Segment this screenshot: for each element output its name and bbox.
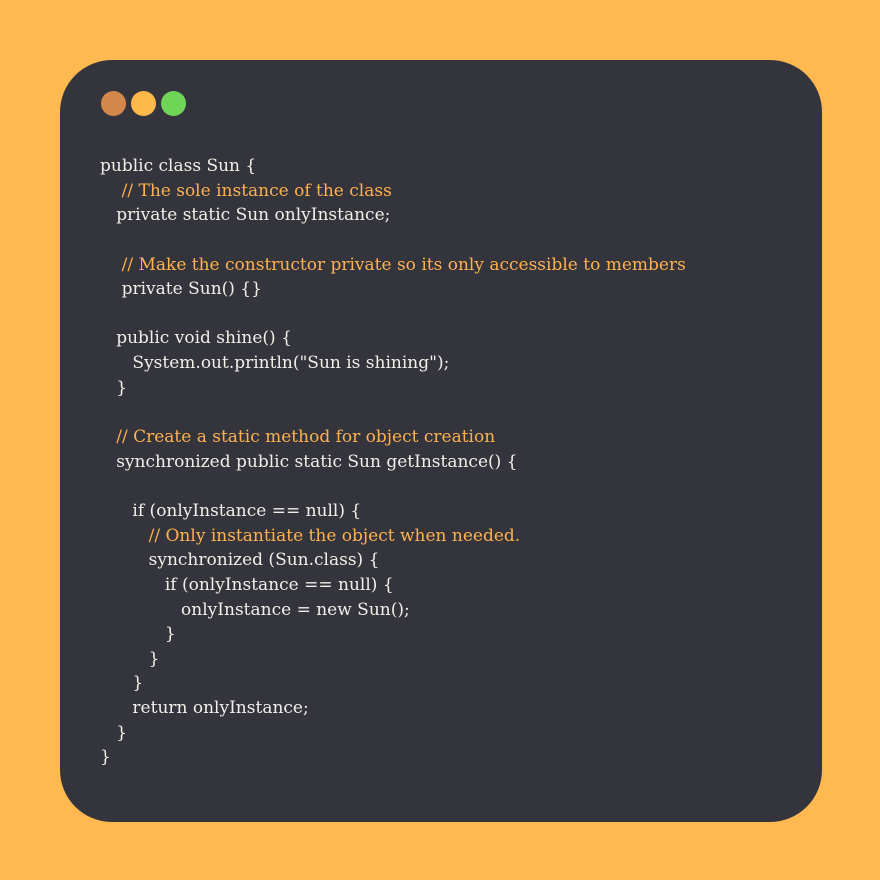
code-line: }	[100, 648, 160, 669]
code-line: System.out.println("Sun is shining");	[100, 353, 450, 374]
code-line: }	[100, 673, 144, 694]
code-comment-line: // Make the constructor private so its o…	[100, 254, 686, 275]
code-line: public void shine() {	[100, 328, 292, 349]
code-window: public class Sun { // The sole instance …	[60, 60, 822, 822]
minimize-dot-icon[interactable]	[131, 91, 156, 116]
code-block: public class Sun { // The sole instance …	[100, 154, 686, 770]
code-line: if (onlyInstance == null) {	[100, 574, 394, 595]
code-line: public class Sun {	[100, 156, 257, 176]
code-line: private static Sun onlyInstance;	[100, 205, 391, 226]
code-line: }	[100, 747, 111, 768]
code-comment-line: // The sole instance of the class	[100, 180, 392, 201]
code-comment-line: // Create a static method for object cre…	[100, 427, 496, 448]
code-line: synchronized (Sun.class) {	[100, 550, 380, 571]
blank-line	[100, 400, 686, 425]
blank-line	[100, 228, 686, 253]
code-comment-line: // Only instantiate the object when need…	[100, 525, 521, 546]
close-dot-icon[interactable]	[101, 91, 126, 116]
code-line: }	[100, 722, 128, 743]
maximize-dot-icon[interactable]	[161, 91, 186, 116]
code-line: }	[100, 377, 128, 398]
code-line: synchronized public static Sun getInstan…	[100, 451, 518, 472]
code-line: return onlyInstance;	[100, 698, 309, 719]
code-line: }	[100, 624, 176, 645]
code-line: private Sun() {}	[100, 279, 262, 300]
blank-line	[100, 302, 686, 327]
code-line: onlyInstance = new Sun();	[100, 599, 410, 620]
window-controls	[101, 91, 186, 116]
blank-line	[100, 474, 686, 499]
code-line: if (onlyInstance == null) {	[100, 500, 362, 521]
